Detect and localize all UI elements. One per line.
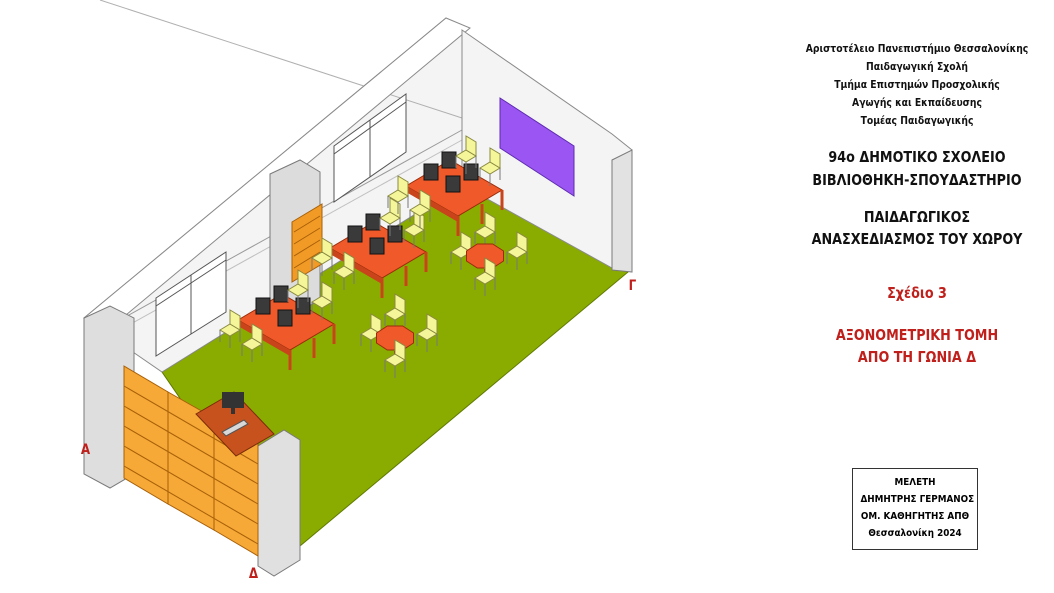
- university-line: Παιδαγωγική Σχολή: [865, 61, 968, 73]
- chair: [384, 339, 406, 378]
- computer-monitor: [255, 297, 271, 315]
- whiteboard: [499, 97, 575, 197]
- pillar-front: [257, 429, 301, 577]
- chair: [333, 251, 355, 290]
- corner-label-d: Δ: [248, 566, 259, 582]
- school-name: 94ο ΔΗΜΟΤΙΚΟ ΣΧΟΛΕΙΟ: [828, 148, 1006, 166]
- axonometric-drawing: [83, 0, 633, 577]
- corner-label-a: Α: [80, 442, 91, 458]
- title-block: Αριστοτέλειο Πανεπιστήμιο Θεσσαλονίκης Π…: [780, 40, 1054, 368]
- study-line: ΜΕΛΕΤΗ: [894, 477, 936, 488]
- redesign-block: ΠΑΙΔΑΓΩΓΙΚΟΣ ΑΝΑΣΧΕΔΙΑΣΜΟΣ ΤΟΥ ΧΩΡΟΥ: [801, 206, 1034, 250]
- computer-monitor: [369, 237, 385, 255]
- chair: [506, 231, 528, 270]
- teacher-desk: [195, 391, 275, 457]
- chair: [474, 257, 496, 296]
- window-left: [155, 251, 227, 357]
- bookshelves: [123, 365, 259, 557]
- university-line: Αριστοτέλειο Πανεπιστήμιο Θεσσαλονίκης: [805, 43, 1029, 55]
- round-tables: [360, 211, 528, 378]
- university-block: Αριστοτέλειο Πανεπιστήμιο Θεσσαλονίκης Π…: [796, 40, 1037, 130]
- computer-monitor: [423, 163, 439, 181]
- chair: [416, 313, 438, 352]
- chair: [387, 175, 409, 214]
- section-line: ΑΞΟΝΟΜΕΤΡΙΚΗ ΤΟΜΗ: [835, 326, 999, 344]
- computer-monitor: [347, 225, 363, 243]
- round-table: [360, 293, 438, 378]
- corner-label-g: Γ: [628, 278, 637, 294]
- computer-monitor: [445, 175, 461, 193]
- chair: [409, 189, 431, 228]
- chair: [311, 281, 333, 320]
- study-line: ΟΜ. ΚΑΘΗΓΗΤΗΣ ΑΠΘ: [860, 511, 970, 522]
- university-line: Αγωγής και Εκπαίδευσης: [852, 97, 982, 109]
- study-line: ΔΗΜΗΤΡΗΣ ΓΕΡΜΑΝΟΣ: [860, 494, 975, 505]
- right-pillar: [611, 149, 633, 273]
- university-line: Τμήμα Επιστημών Προσχολικής: [834, 79, 1000, 91]
- redesign-line: ΠΑΙΔΑΓΩΓΙΚΟΣ: [863, 208, 971, 226]
- study-credits-box: ΜΕΛΕΤΗ ΔΗΜΗΤΡΗΣ ΓΕΡΜΑΝΟΣ ΟΜ. ΚΑΘΗΓΗΤΗΣ Α…: [852, 468, 978, 550]
- chair: [479, 147, 501, 186]
- chair: [219, 309, 241, 348]
- computer-monitor: [463, 163, 479, 181]
- computer-monitor: [277, 309, 293, 327]
- table-group: [219, 269, 336, 370]
- window-right: [333, 93, 407, 203]
- redesign-line: ΑΝΑΣΧΕΔΙΑΣΜΟΣ ΤΟΥ ΧΩΡΟΥ: [811, 230, 1023, 248]
- university-line: Τομέας Παιδαγωγικής: [860, 115, 974, 127]
- section-line: ΑΠΟ ΤΗ ΓΩΝΙΑ Δ: [857, 348, 977, 366]
- chair: [287, 269, 309, 308]
- plan-label: Σχέδιο 3: [887, 284, 947, 302]
- computer-monitor: [441, 151, 457, 169]
- study-line: Θεσσαλονίκη 2024: [868, 528, 962, 539]
- round-table: [450, 211, 528, 296]
- table-group: [387, 135, 504, 236]
- computer-monitor: [273, 285, 289, 303]
- school-room: ΒΙΒΛΙΟΘΗΚΗ-ΣΠΟΥΔΑΣΤΗΡΙΟ: [812, 171, 1022, 189]
- computer-tables: [219, 135, 504, 370]
- computer-monitor: [295, 297, 311, 315]
- chair: [241, 323, 263, 362]
- school-block: 94ο ΔΗΜΟΤΙΚΟ ΣΧΟΛΕΙΟ ΒΙΒΛΙΟΘΗΚΗ-ΣΠΟΥΔΑΣΤ…: [801, 146, 1034, 192]
- chair: [311, 237, 333, 276]
- computer-monitor: [387, 225, 403, 243]
- section-block: ΑΞΟΝΟΜΕΤΡΙΚΗ ΤΟΜΗ ΑΠΟ ΤΗ ΓΩΝΙΑ Δ: [801, 324, 1034, 368]
- chair: [474, 211, 496, 250]
- chair: [455, 135, 477, 174]
- computer-monitor: [365, 213, 381, 231]
